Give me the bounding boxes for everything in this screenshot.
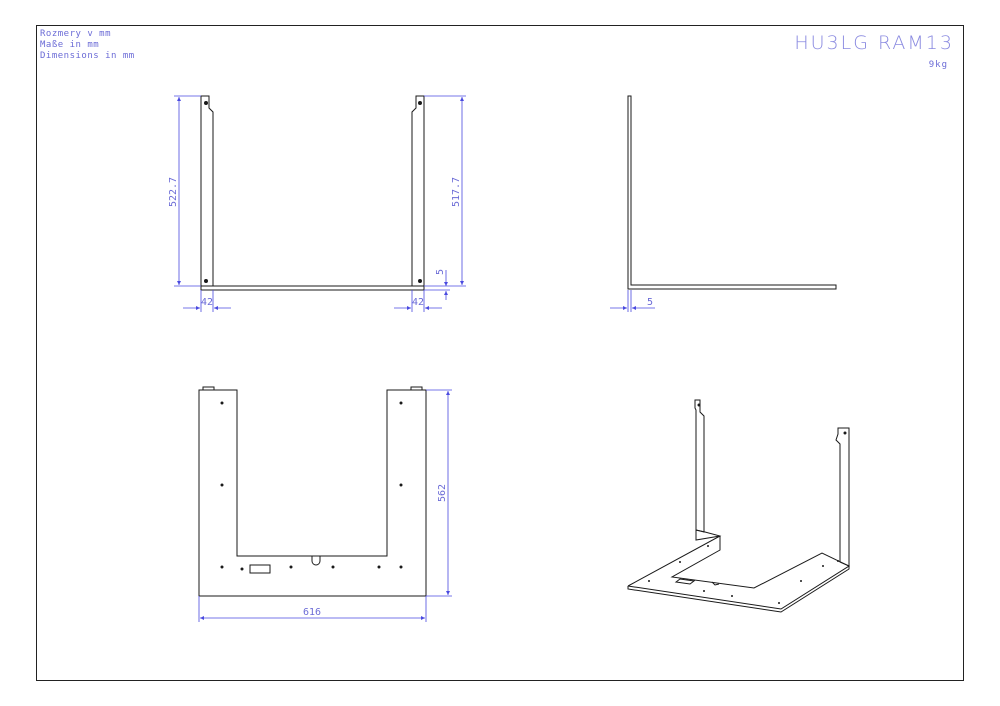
iso-base-edge xyxy=(627,566,850,613)
front-right-bottom-hole xyxy=(418,279,422,283)
dim-plan-width-text: 616 xyxy=(303,607,321,618)
side-view xyxy=(627,95,837,290)
plan-outline xyxy=(198,389,427,597)
iso-holes xyxy=(648,545,839,604)
plan-right-tab xyxy=(410,386,423,390)
front-left-top-hole xyxy=(204,101,208,105)
front-dimensions xyxy=(174,95,466,312)
plan-slot xyxy=(249,564,271,574)
iso-right-upright xyxy=(835,427,850,567)
plan-left-tab xyxy=(202,386,215,390)
units-note-cs: Rozmery v mm xyxy=(40,29,112,39)
front-right-upright xyxy=(411,95,425,287)
front-left-upright xyxy=(200,95,214,287)
units-note: Rozmery v mm Maße in mm Dimensions in mm xyxy=(40,29,135,62)
plan-dimensions xyxy=(198,389,452,622)
iso-left-upright xyxy=(694,399,705,533)
units-note-de: Maße in mm xyxy=(40,40,100,50)
side-dimensions xyxy=(610,290,655,312)
dim-front-step-text: 5 xyxy=(435,269,446,275)
dim-side-thickness-text: 5 xyxy=(647,297,653,308)
side-profile xyxy=(627,95,837,290)
plan-notch xyxy=(311,556,321,566)
isometric-view xyxy=(627,399,851,613)
dim-front-left-height-text: 522.7 xyxy=(168,177,179,207)
front-view xyxy=(200,95,425,291)
dim-front-right-height-text: 517.7 xyxy=(451,177,462,207)
units-note-en: Dimensions in mm xyxy=(40,51,135,61)
front-left-bottom-hole xyxy=(204,279,208,283)
front-right-top-hole xyxy=(418,101,422,105)
iso-base-top xyxy=(627,529,851,610)
plan-view xyxy=(198,386,427,597)
dim-front-left-width-text: 42 xyxy=(201,297,213,308)
iso-notch xyxy=(711,581,720,586)
iso-slot xyxy=(674,578,696,585)
drawing-border xyxy=(36,25,964,681)
dim-plan-height-text: 562 xyxy=(437,484,448,502)
part-weight: 9kg xyxy=(928,60,948,70)
front-base-plate xyxy=(200,285,425,291)
part-code: HU3LG RAM13 xyxy=(794,32,954,54)
plan-holes xyxy=(220,401,403,571)
dim-front-right-width-text: 42 xyxy=(412,297,424,308)
